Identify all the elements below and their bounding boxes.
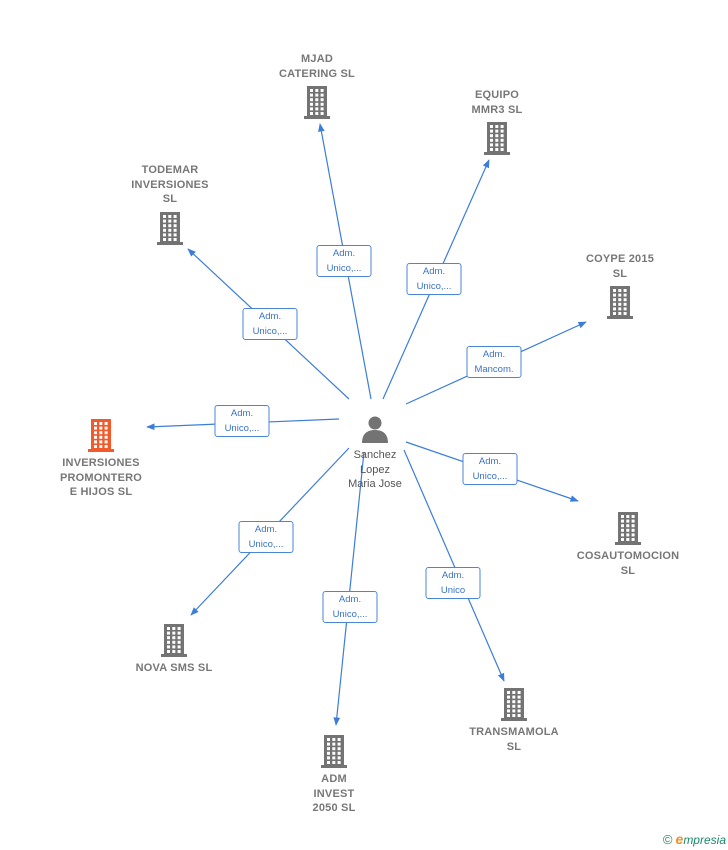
company-node-novasms[interactable]: NOVA SMS SL [109, 623, 239, 676]
edge-role-label-transmamola[interactable]: Adm. Unico [425, 567, 481, 599]
building-icon [607, 286, 633, 319]
building-icon [157, 211, 183, 245]
company-name: EQUIPO MMR3 SL [471, 89, 523, 116]
person-icon [362, 416, 388, 443]
edge-role-label-coype[interactable]: Adm. Mancom. [466, 346, 522, 378]
edge-role-label-equipo[interactable]: Adm. Unico,... [406, 263, 462, 295]
company-node-cosauto[interactable]: COSAUTOMOCION SL [563, 511, 693, 578]
copyright-symbol: © [662, 832, 673, 847]
building-icon [88, 419, 114, 452]
building-icon [501, 688, 527, 721]
building-icon [484, 122, 510, 155]
company-node-transmamola[interactable]: TRANSMAMOLA SL [449, 687, 579, 754]
company-node-todemar[interactable]: TODEMAR INVERSIONES SL [105, 163, 235, 245]
company-node-equipo[interactable]: EQUIPO MMR3 SL [432, 88, 562, 155]
edge-role-label-novasms[interactable]: Adm. Unico,... [238, 521, 294, 553]
company-name: TODEMAR INVERSIONES SL [131, 164, 209, 205]
edge-role-label-adminvest[interactable]: Adm. Unico,... [322, 591, 378, 623]
company-node-majd[interactable]: MJAD CATERING SL [252, 52, 382, 119]
company-node-promontero[interactable]: INVERSIONES PROMONTERO E HIJOS SL [36, 418, 166, 500]
building-icon [615, 512, 641, 545]
company-name: COSAUTOMOCION SL [576, 550, 680, 577]
company-name: INVERSIONES PROMONTERO E HIJOS SL [59, 457, 143, 498]
company-name: MJAD CATERING SL [279, 53, 355, 80]
edge-role-label-todemar[interactable]: Adm. Unico,... [242, 308, 298, 340]
edge-role-label-majd[interactable]: Adm. Unico,... [316, 245, 372, 277]
company-name: TRANSMAMOLA SL [469, 726, 559, 753]
company-name: ADM INVEST 2050 SL [312, 773, 356, 814]
center-person-name: Sanchez Lopez Maria Jose [348, 449, 402, 490]
center-person[interactable]: Sanchez Lopez Maria Jose [320, 413, 430, 492]
building-icon [304, 86, 330, 119]
company-node-coype[interactable]: COYPE 2015 SL [555, 252, 685, 319]
company-node-adminvest[interactable]: ADM INVEST 2050 SL [269, 734, 399, 816]
company-name: COYPE 2015 SL [585, 253, 655, 280]
edge-role-label-cosauto[interactable]: Adm. Unico,... [462, 453, 518, 485]
edge-role-label-promontero[interactable]: Adm. Unico,... [214, 405, 270, 437]
edge-adminvest [333, 451, 365, 726]
brand-initial: e [675, 831, 684, 847]
edge-transmamola [403, 449, 505, 682]
company-name: NOVA SMS SL [135, 662, 213, 674]
brand-logo: ©empresia [663, 831, 726, 847]
building-icon [321, 735, 347, 768]
brand-name: mpresia [683, 833, 726, 847]
building-icon [161, 624, 187, 657]
